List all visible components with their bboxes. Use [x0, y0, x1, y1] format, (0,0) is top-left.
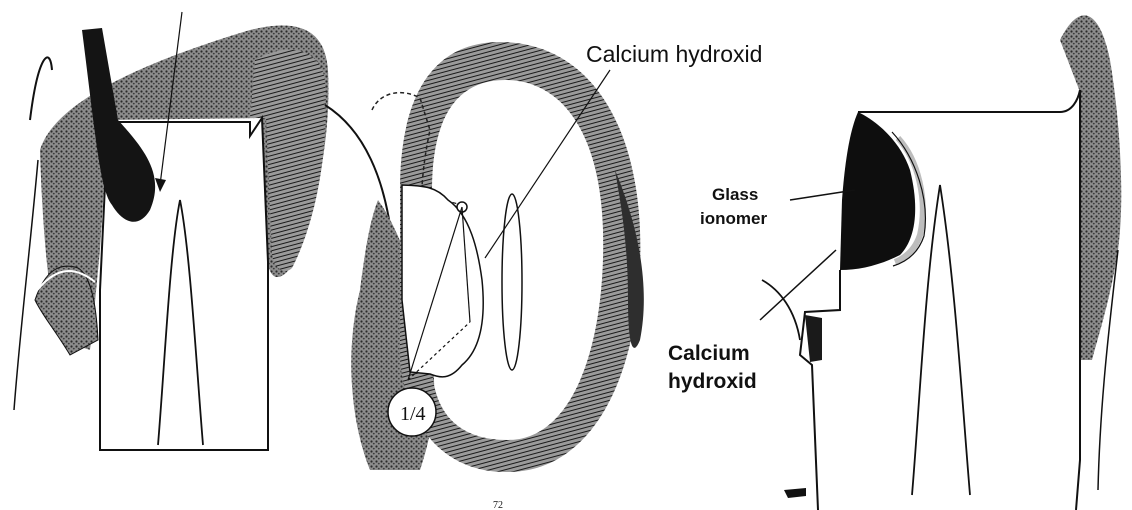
inner-ellipse — [502, 194, 522, 370]
right-tooth-section — [760, 15, 1121, 510]
leader-calcium-hydroxid — [760, 250, 836, 320]
label-calcium-line1: Calcium — [668, 342, 750, 365]
label-calcium-hydroxid-top: Calcium hydroxid — [586, 41, 762, 67]
label-calcium-line2: hydroxid — [668, 370, 757, 393]
left-outline-line — [14, 160, 38, 410]
left-outline-curve — [30, 57, 52, 120]
small-blob — [784, 488, 806, 498]
fraction-label: 1/4 — [400, 403, 426, 425]
page-mark: 72 — [493, 500, 503, 510]
cavity-opening — [402, 185, 483, 377]
middle-occlusal-view: 1/4 72 — [325, 42, 644, 510]
label-glass-line1: Glass — [712, 185, 758, 204]
right-step — [800, 270, 840, 510]
left-tooth-section — [14, 12, 328, 450]
label-glass-line2: ionomer — [700, 209, 767, 228]
dark-wedge — [805, 315, 822, 362]
leader-line-top — [485, 70, 610, 258]
